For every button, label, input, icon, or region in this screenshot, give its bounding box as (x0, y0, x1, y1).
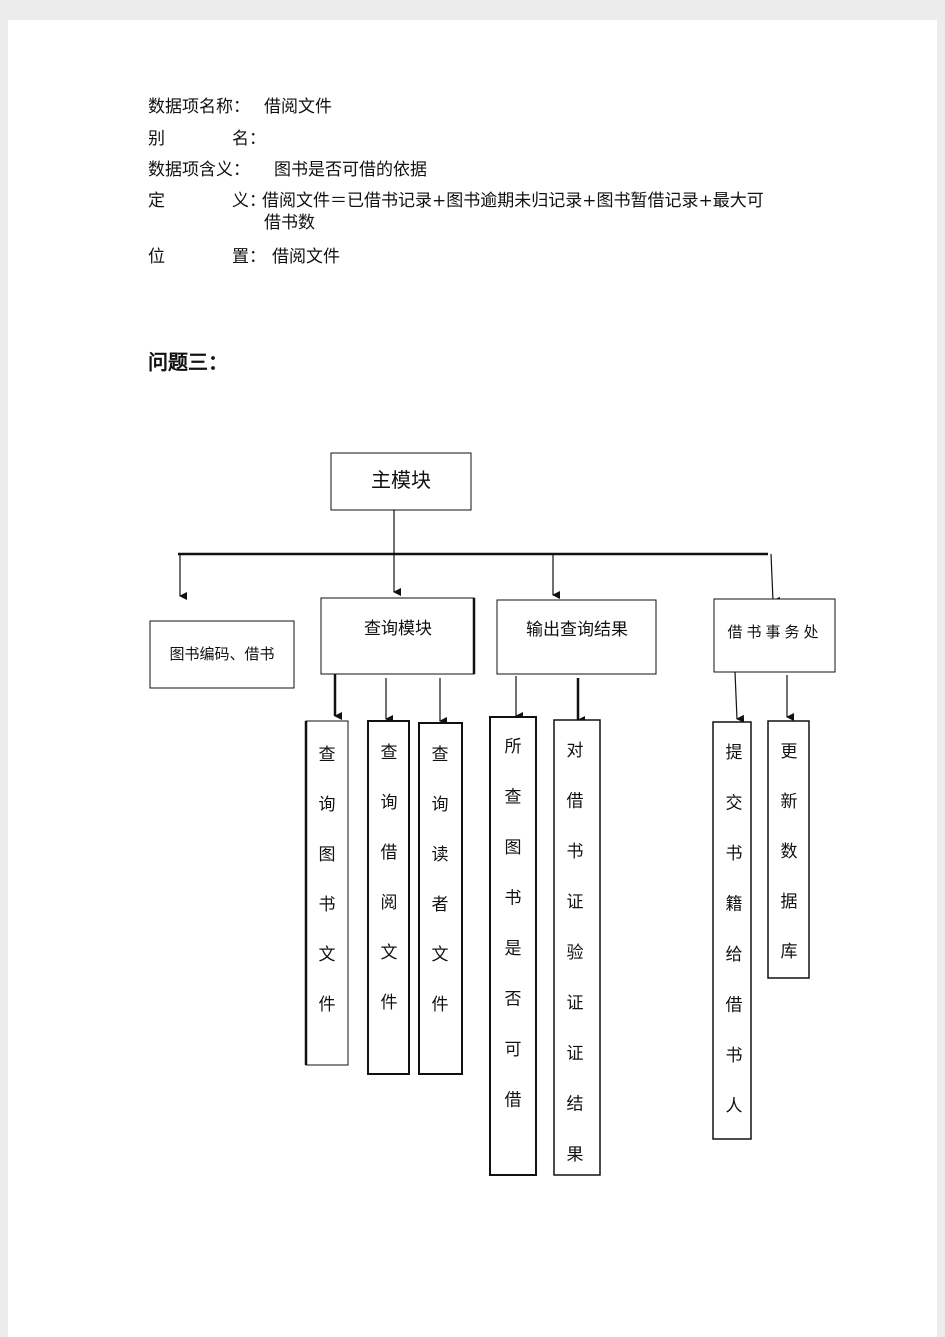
vertical-char: 询 (381, 793, 398, 813)
dict-label-meaning: 数据项含义： (148, 160, 250, 180)
leaf-label-card-verification: 对借书证验证证结果 (567, 741, 584, 1165)
dict-label-definition-b: 义： (232, 191, 266, 211)
module-box-query: 查询模块 (320, 597, 476, 675)
vertical-char: 果 (567, 1145, 584, 1165)
dict-value-meaning: 图书是否可借的依据 (274, 160, 427, 180)
root-connectors (178, 510, 781, 605)
vertical-char: 借 (505, 1091, 522, 1111)
leaf-label-book-availability: 所查图书是否可借 (505, 737, 522, 1111)
module-label-office: 借书事务处 (727, 623, 822, 641)
leaf-label-update-database: 更新数据库 (781, 742, 798, 962)
vertical-char: 结 (567, 1095, 584, 1115)
leaf-box-card-verification: 对借书证验证证结果 (553, 719, 601, 1176)
vertical-char: 书 (319, 895, 336, 915)
level2-connectors (333, 671, 794, 725)
vertical-char: 读 (432, 845, 449, 865)
vertical-char: 借 (381, 843, 398, 863)
vertical-char: 件 (319, 995, 336, 1015)
vertical-char: 库 (781, 942, 798, 962)
dict-label-location-b: 置： (232, 247, 266, 267)
vertical-char: 更 (781, 742, 798, 762)
vertical-char: 书 (505, 889, 522, 909)
vertical-char: 件 (381, 993, 398, 1013)
vertical-char: 对 (567, 741, 584, 761)
module-box-output: 输出查询结果 (496, 599, 657, 675)
leaf-box-update-database: 更新数据库 (767, 720, 810, 979)
vertical-char: 查 (432, 745, 449, 765)
vertical-char: 借 (726, 996, 743, 1016)
dict-value-location: 借阅文件 (272, 247, 340, 267)
vertical-char: 证 (567, 1044, 584, 1064)
dict-value-definition-line1: 借阅文件＝已借书记录+图书逾期未归记录+图书暂借记录+最大可 (262, 191, 764, 211)
module-box-office: 借书事务处 (713, 598, 836, 673)
leaf-box-hand-over-books: 提交书籍给借书人 (712, 721, 752, 1140)
leaf-label-query-loan-file: 查询借阅文件 (381, 743, 398, 1013)
vertical-char: 交 (726, 794, 743, 814)
leaf-label-query-book-file: 查询图书文件 (319, 745, 336, 1015)
dict-value-name: 借阅文件 (264, 97, 332, 117)
vertical-char: 所 (505, 737, 522, 757)
vertical-char: 书 (726, 1046, 743, 1066)
leaf-label-query-reader-file: 查询读者文件 (432, 745, 449, 1015)
vertical-char: 者 (432, 895, 449, 915)
section-heading: 问题三： (148, 350, 228, 374)
vertical-char: 书 (567, 842, 584, 862)
vertical-char: 文 (432, 945, 449, 965)
root-module-box: 主模块 (330, 452, 472, 511)
vertical-char: 可 (505, 1040, 522, 1060)
arrow-to-office-module (770, 553, 781, 605)
vertical-char: 查 (505, 788, 522, 808)
arrow-office-to-hand-over (734, 671, 745, 723)
vertical-char: 给 (726, 945, 743, 965)
vertical-char: 文 (319, 945, 336, 965)
dict-label-definition-a: 定 (148, 191, 165, 211)
vertical-char: 据 (781, 892, 798, 912)
vertical-char: 书 (726, 844, 743, 864)
vertical-char: 提 (726, 743, 743, 763)
root-module-label: 主模块 (371, 468, 431, 492)
vertical-char: 文 (381, 943, 398, 963)
vertical-char: 阅 (381, 893, 398, 913)
vertical-char: 证 (567, 893, 584, 913)
vertical-char: 图 (505, 838, 522, 858)
vertical-char: 图 (319, 845, 336, 865)
dict-label-name: 数据项名称： (148, 97, 250, 117)
vertical-char: 籍 (726, 895, 743, 915)
vertical-char: 否 (505, 990, 522, 1010)
vertical-char: 人 (726, 1097, 743, 1117)
vertical-char: 查 (319, 745, 336, 765)
leaf-box-query-book-file: 查询图书文件 (304, 720, 349, 1066)
module-label-query: 查询模块 (364, 619, 432, 639)
vertical-char: 验 (567, 943, 584, 963)
vertical-char: 新 (781, 792, 798, 812)
vertical-char: 询 (432, 795, 449, 815)
vertical-char: 数 (781, 842, 798, 862)
dict-value-definition-line2: 借书数 (264, 213, 315, 233)
vertical-char: 是 (505, 939, 522, 959)
vertical-char: 件 (432, 995, 449, 1015)
module-label-borrow-code: 图书编码、借书 (169, 645, 274, 663)
module-label-output: 输出查询结果 (526, 620, 628, 640)
leaf-box-query-loan-file: 查询借阅文件 (367, 720, 410, 1075)
dict-label-alias-b: 名： (232, 129, 266, 149)
vertical-char: 询 (319, 795, 336, 815)
module-box-borrow-code: 图书编码、借书 (149, 620, 295, 689)
dict-label-location-a: 位 (148, 247, 165, 267)
leaf-box-query-reader-file: 查询读者文件 (418, 722, 463, 1075)
vertical-char: 借 (567, 792, 584, 812)
vertical-char: 查 (381, 743, 398, 763)
leaf-box-book-availability: 所查图书是否可借 (489, 716, 537, 1176)
dict-label-alias-a: 别 (148, 129, 165, 149)
leaf-label-hand-over-books: 提交书籍给借书人 (726, 743, 743, 1117)
vertical-char: 证 (567, 994, 584, 1014)
